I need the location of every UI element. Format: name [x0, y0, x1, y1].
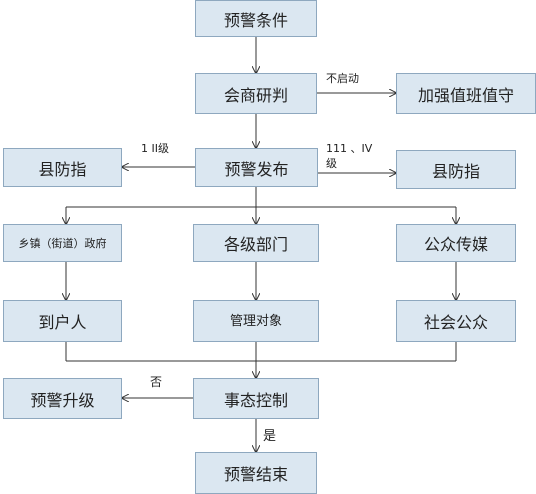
node-managed-objects: 管理对象: [193, 300, 319, 342]
node-warning-conditions: 预警条件: [195, 0, 317, 37]
node-label: 到户人: [38, 313, 87, 332]
node-label: 县防指: [431, 161, 480, 181]
edge-label-no-start: 不启动: [326, 72, 359, 85]
edge-label-yes: 是: [263, 429, 277, 444]
edge-label-level-1-2: 1 II级: [141, 142, 169, 155]
node-label: 管理对象: [229, 314, 282, 329]
node-county-command-right: 县防指: [396, 150, 516, 189]
node-warning-release: 预警发布: [195, 148, 318, 187]
node-label: 预警升级: [30, 390, 95, 410]
node-county-command-left: 县防指: [3, 148, 122, 187]
node-public: 社会公众: [396, 300, 516, 342]
node-label: 各级部门: [223, 235, 288, 254]
node-event-control: 事态控制: [193, 378, 319, 419]
node-departments: 各级部门: [193, 224, 319, 262]
node-label: 预警条件: [223, 10, 288, 30]
node-warning-upgrade: 预警升级: [3, 378, 122, 419]
node-strengthen-duty: 加强值班值守: [396, 73, 536, 114]
node-consultation: 会商研判: [195, 73, 317, 114]
node-label: 公众传媒: [423, 235, 488, 254]
edge-label-no: 否: [150, 375, 163, 389]
node-label: 加强值班值守: [417, 85, 514, 105]
edge-label-level-3-4: 111 、IV: [326, 142, 373, 155]
node-label: 预警发布: [224, 159, 289, 179]
node-label: 事态控制: [223, 390, 288, 410]
node-warning-end: 预警结束: [195, 452, 317, 494]
node-label: 乡镇（街道）政府: [18, 237, 107, 250]
node-to-household: 到户人: [3, 300, 122, 342]
edge-label-level-3-4-suffix: 级: [326, 157, 337, 170]
node-public-media: 公众传媒: [396, 224, 516, 262]
node-label: 县防指: [38, 159, 87, 179]
node-town-government: 乡镇（街道）政府: [3, 224, 122, 262]
node-label: 会商研判: [223, 85, 288, 105]
node-label: 预警结束: [223, 465, 288, 484]
node-label: 社会公众: [423, 313, 488, 332]
